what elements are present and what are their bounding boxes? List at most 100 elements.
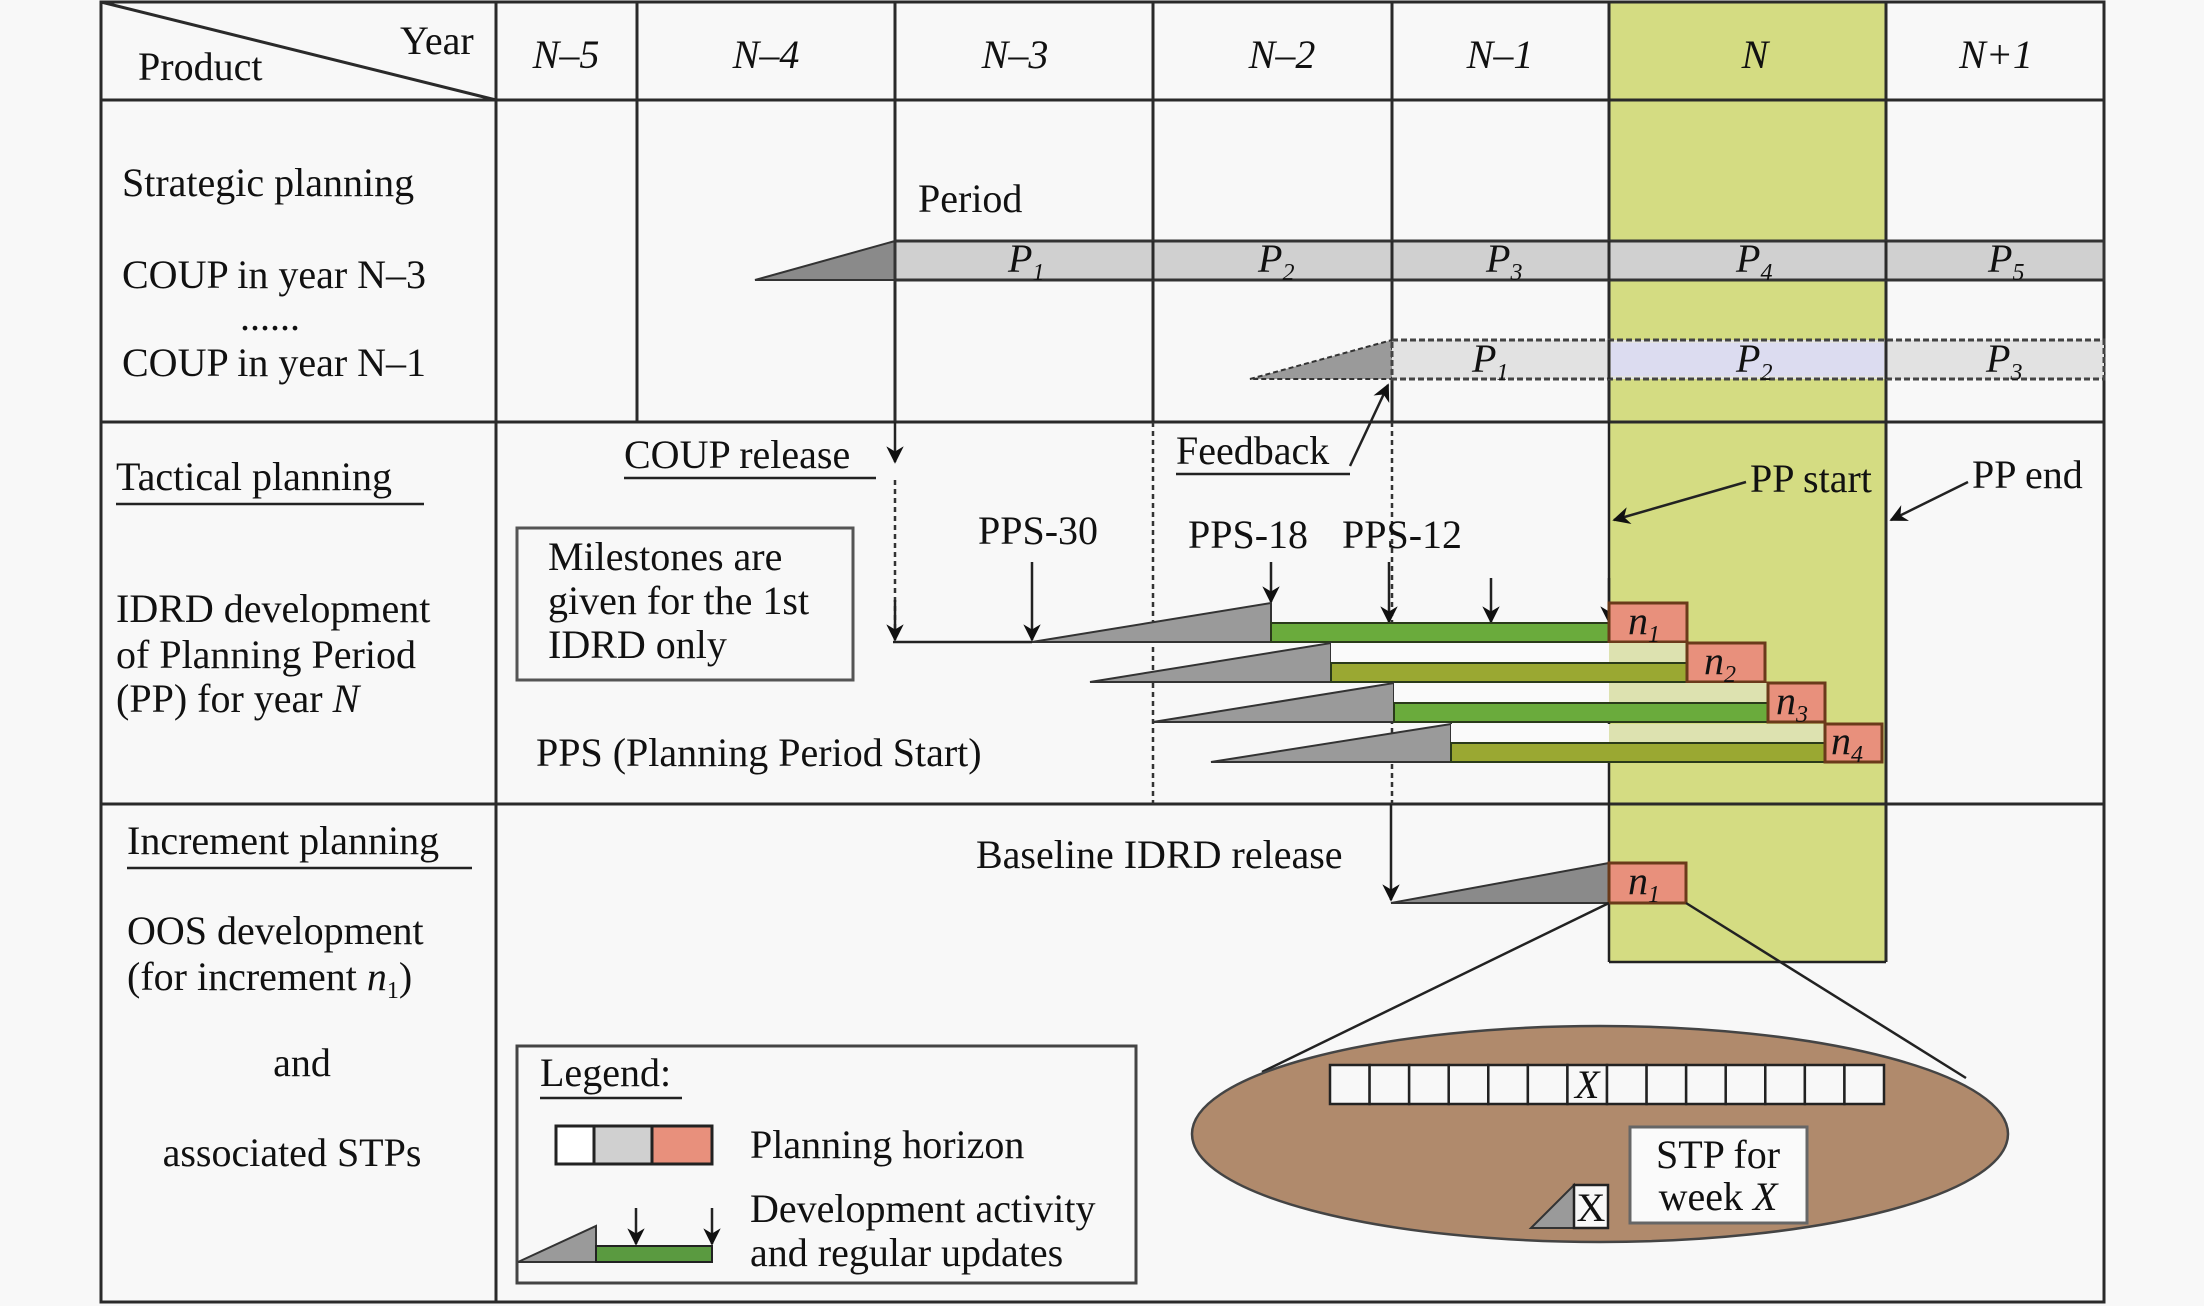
milestones-note-line2: given for the 1st (548, 578, 809, 623)
coup-n1-p2-fill (1611, 343, 1884, 376)
milestones-note-box (515, 526, 855, 682)
legend-planning-horizon: Planning horizon (750, 1122, 1024, 1167)
coup-n1-p1: P1 (1471, 336, 1508, 386)
zoom-line-left (1261, 901, 1610, 1074)
coup-n1-text: COUP in year N–1 (122, 340, 426, 385)
oos-associated-stps: associated STPs (163, 1130, 422, 1175)
stp-week-box (1628, 1125, 1809, 1225)
idrd4-dev-bar (1450, 742, 1826, 763)
legend: Legend: Planning horizon Development act… (515, 1044, 1138, 1285)
idrd4-horizon-n (1609, 724, 1825, 743)
milestones-note-line3: IDRD only (548, 622, 727, 667)
increment-box-n2 (1685, 641, 1767, 684)
zoom-line-right (1685, 901, 1967, 1080)
week-cell (1407, 1063, 1450, 1106)
legend-title: Legend: (540, 1050, 671, 1095)
milestones-note-line1: Milestones are (548, 534, 782, 579)
idrd2-horizon (1331, 643, 1687, 663)
year-header-n-2: N–2 (1248, 32, 1316, 77)
coup-n1-wedge (1249, 338, 1393, 380)
year-header-n-4: N–4 (732, 32, 800, 77)
week-cell (1526, 1063, 1569, 1106)
idrd1-dev-bar (1270, 622, 1610, 643)
period-label-p5: P5 (1987, 236, 2024, 286)
year-n-highlight-column (1609, 2, 1886, 962)
period-label: Period (918, 176, 1022, 221)
baseline-release-label: Baseline IDRD release (976, 832, 1343, 877)
coup-release-label: COUP release (624, 432, 850, 477)
coup-n1-label: COUP in year N–1 (122, 340, 426, 385)
tactical-desc-line2: of Planning Period (116, 632, 416, 677)
idrd2-horizon-n (1609, 643, 1687, 663)
tactical-section: Tactical planning IDRD development of Pl… (116, 383, 2083, 775)
week-cell (1764, 1063, 1807, 1106)
increment-box-n4 (1823, 722, 1884, 764)
week-cell (1605, 1063, 1648, 1106)
period-label-p1: P1 (1007, 236, 1044, 286)
increment-title: Increment planning (127, 818, 439, 863)
week-cell (1368, 1063, 1411, 1106)
stp-mini-box (1572, 1183, 1610, 1230)
legend-dev-bar (595, 1245, 713, 1263)
period-label-p3: P3 (1485, 236, 1522, 286)
tactical-desc-line3: (PP) for year N (116, 676, 362, 721)
coup-n1-p2: P2 (1735, 336, 1772, 386)
header-product-label: Product (138, 44, 262, 89)
period-label-p2: P2 (1257, 236, 1294, 286)
legend-dev-activity-line2: and regular updates (750, 1230, 1063, 1275)
table-grid (99, 0, 2106, 1304)
header-year-label: Year (400, 18, 474, 63)
coup-n3-period-bar (893, 239, 2106, 282)
week-cell (1843, 1063, 1886, 1106)
week-cell (1645, 1063, 1688, 1106)
increment-label-n1: n1 (1628, 598, 1660, 648)
year-header-n: N (1741, 32, 1771, 77)
feedback-label: Feedback (1176, 428, 1329, 473)
increment-label-n2: n2 (1704, 638, 1736, 688)
week-cell (1684, 1063, 1727, 1106)
week-cell (1724, 1063, 1767, 1106)
legend-swatch-gray (592, 1124, 654, 1166)
increment-section: Increment planning OOS development (for … (127, 804, 2010, 1244)
week-cell (1447, 1063, 1490, 1106)
table-border (99, 0, 2106, 1304)
year-header-n-1: N–1 (1466, 32, 1534, 77)
year-header-n-3: N–3 (981, 32, 1049, 77)
oos-desc-line1: OOS development (127, 908, 424, 953)
coup-n3-label: COUP in year N–3 (122, 252, 426, 297)
coup-n3-text: COUP in year N–3 (122, 252, 426, 297)
legend-dev-wedge (517, 1224, 597, 1263)
legend-swatch-white (554, 1124, 596, 1166)
pps-18-label: PPS-18 (1188, 512, 1308, 557)
strategic-section: Strategic planning COUP in year N–3 ....… (122, 160, 2106, 386)
pp-start-label: PP start (1750, 456, 1872, 501)
idrd3-dev-bar (1393, 702, 1769, 723)
legend-dev-activity-line1: Development activity (750, 1186, 1095, 1231)
period-label-p4: P4 (1735, 236, 1772, 286)
stp-week-line2: week X (1659, 1174, 1779, 1219)
oos-and: and (273, 1040, 331, 1085)
tactical-desc-line1: IDRD development (116, 586, 430, 631)
oos-increment-box-n1 (1607, 861, 1688, 905)
pps-definition: PPS (Planning Period Start) (536, 730, 982, 775)
oos-increment-label: n1 (1628, 858, 1660, 908)
idrd2-dev-bar (1330, 662, 1688, 683)
week-cell (1328, 1063, 1371, 1106)
pp-end-label: PP end (1972, 452, 2083, 497)
tactical-title: Tactical planning (116, 454, 392, 499)
stp-week-line1: STP for (1656, 1132, 1780, 1177)
year-header-n-5: N–5 (532, 32, 600, 77)
ellipsis: ...... (240, 294, 300, 339)
header-row: Year Product N–5 N–4 N–3 N–2 N–1 N N+1 (138, 18, 2033, 89)
pp-end-arrow (1889, 480, 1969, 522)
pp-start-arrow (1612, 480, 1747, 525)
feedback-arrow (1348, 383, 1390, 467)
pps-12-label: PPS-12 (1342, 512, 1462, 557)
week-cell (1803, 1063, 1846, 1106)
pps-30-label: PPS-30 (978, 508, 1098, 553)
idrd3-horizon-n (1609, 683, 1768, 703)
header-diagonal (100, 0, 497, 102)
increment-box-n3 (1766, 681, 1827, 724)
increment-box-n1 (1607, 601, 1689, 644)
